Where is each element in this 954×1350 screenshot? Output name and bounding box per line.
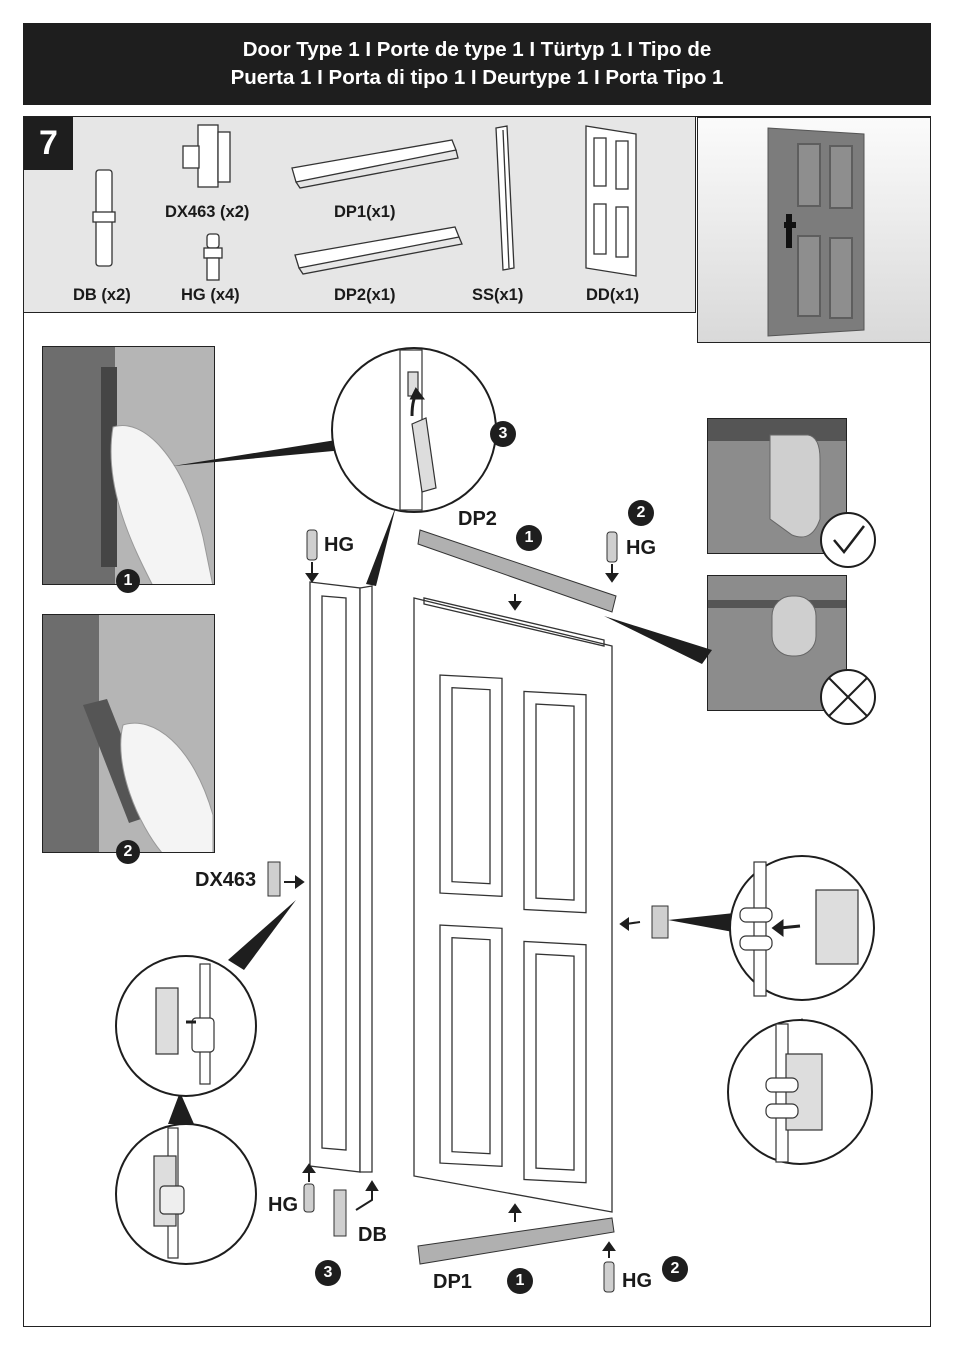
dp2-part-icon bbox=[294, 226, 463, 275]
step-marker-3-bottom: 3 bbox=[315, 1260, 341, 1286]
detail-photo-attach-db bbox=[42, 346, 215, 585]
title-line-2: Puerta 1 I Porta di tipo 1 I Deurtype 1 … bbox=[230, 66, 724, 89]
dp1-part-icon bbox=[291, 139, 459, 189]
label-hg-bottom-right: HG bbox=[622, 1270, 652, 1292]
title-line-1: Door Type 1 I Porte de type 1 I Türtyp 1… bbox=[242, 38, 712, 61]
parts-illustrations bbox=[92, 124, 637, 281]
part-label-dp1: DP1(x1) bbox=[334, 203, 396, 221]
step-marker-3-top: 3 bbox=[490, 421, 516, 447]
label-hg-top-left: HG bbox=[324, 534, 354, 556]
cross-icon bbox=[820, 669, 876, 725]
label-dp1: DP1 bbox=[433, 1271, 472, 1293]
part-label-dd: DD(x1) bbox=[586, 286, 640, 304]
db-part-icon bbox=[92, 169, 116, 267]
check-icon bbox=[820, 512, 876, 568]
step-marker-2-top: 2 bbox=[628, 500, 654, 526]
part-label-hg: HG (x4) bbox=[181, 286, 240, 304]
dx463-part-icon bbox=[182, 124, 231, 188]
part-label-dx463: DX463 (x2) bbox=[165, 203, 250, 221]
part-label-db: DB (x2) bbox=[73, 286, 131, 304]
parts-panel bbox=[24, 117, 696, 313]
part-label-dp2: DP2(x1) bbox=[334, 286, 396, 304]
ss-part-icon bbox=[495, 125, 515, 271]
zoom-circle-left-2 bbox=[115, 1123, 257, 1265]
step-marker-1-dp1: 1 bbox=[507, 1268, 533, 1294]
label-hg-bottom-left: HG bbox=[268, 1194, 298, 1216]
label-hg-top-right: HG bbox=[626, 537, 656, 559]
hg-part-icon bbox=[203, 233, 223, 281]
step-number: 7 bbox=[24, 117, 73, 170]
step-marker-1-dp2: 1 bbox=[516, 525, 542, 551]
step-marker-1: 1 bbox=[116, 569, 140, 593]
zoom-circle-left-1 bbox=[115, 955, 257, 1097]
label-dx463: DX463 bbox=[195, 869, 257, 891]
finished-door-photo bbox=[697, 117, 931, 343]
dd-part-icon bbox=[585, 125, 637, 277]
label-db: DB bbox=[358, 1224, 387, 1246]
step-marker-2-bottom: 2 bbox=[662, 1256, 688, 1282]
label-dp2: DP2 bbox=[458, 508, 497, 530]
step-frame bbox=[23, 116, 931, 1327]
detail-photo-slide-db bbox=[42, 614, 215, 853]
step-marker-2: 2 bbox=[116, 840, 140, 864]
page-title: Door Type 1 I Porte de type 1 I Türtyp 1… bbox=[23, 23, 931, 105]
part-label-ss: SS(x1) bbox=[472, 286, 524, 304]
